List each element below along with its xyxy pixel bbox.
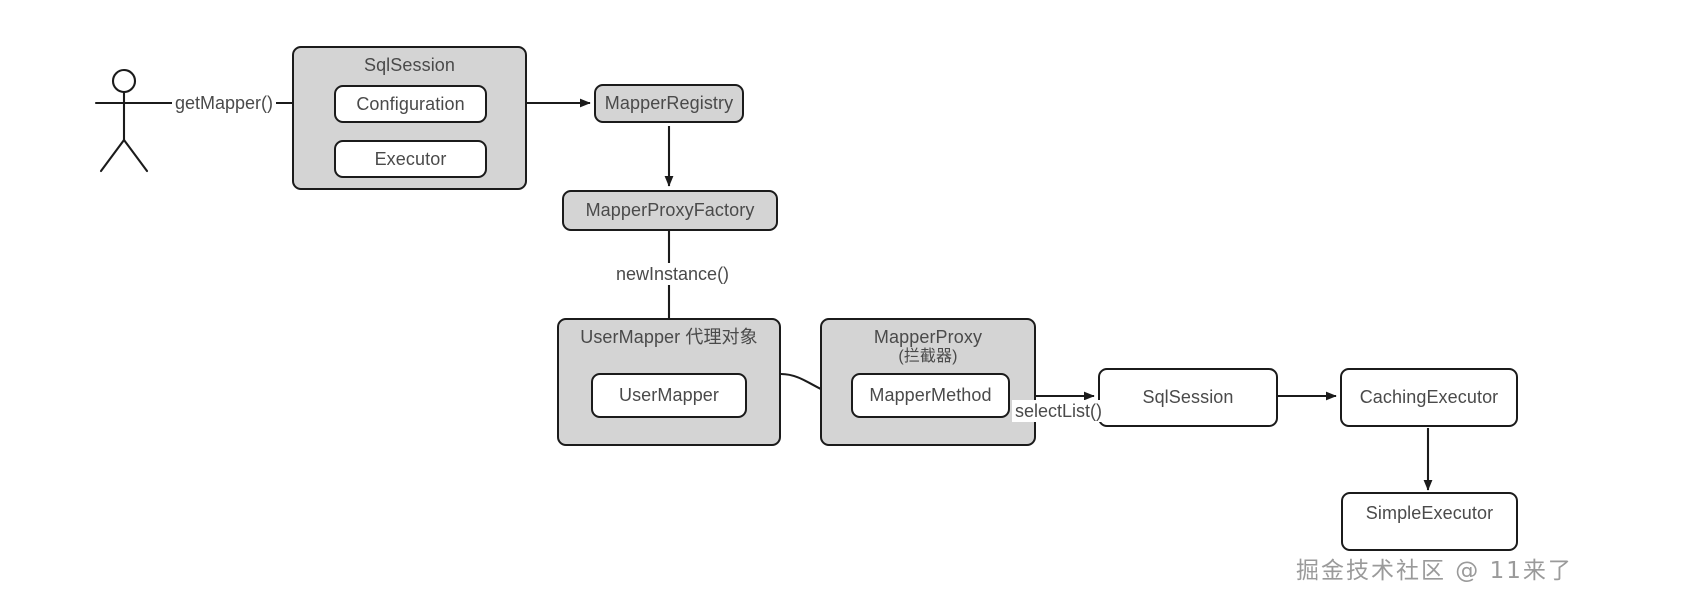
mapper-method-node-label: MapperMethod	[869, 385, 992, 405]
new-instance-edge-label: newInstance()	[613, 263, 733, 285]
executor-node[interactable]: Executor	[334, 140, 487, 178]
configuration-node-label: Configuration	[356, 93, 465, 114]
simple-executor-node-label: SimpleExecutor	[1365, 503, 1494, 523]
sqlsession-group-title: SqlSession	[363, 55, 456, 75]
mapper-proxy-factory-node[interactable]: MapperProxyFactory	[562, 190, 778, 231]
mapperproxy-group-subtitle: (拦截器)	[898, 348, 958, 366]
executor-node-label: Executor	[374, 148, 447, 169]
get-mapper-edge-label: getMapper()	[172, 92, 277, 114]
select-list-edge-label: selectList()	[1012, 400, 1106, 422]
user-actor	[94, 68, 154, 173]
actor-leg-left	[99, 138, 126, 173]
actor-leg-right	[122, 138, 149, 173]
mapper-registry-node[interactable]: MapperRegistry	[594, 84, 744, 123]
mapperproxy-group-title: MapperProxy (拦截器)	[874, 327, 982, 367]
actor-head	[111, 68, 137, 94]
usermapper-proxy-group-title: UserMapper 代理对象	[580, 327, 758, 347]
usermapper-node-label: UserMapper	[618, 385, 720, 405]
caching-executor-node-label: CachingExecutor	[1359, 387, 1499, 407]
caching-executor-node[interactable]: CachingExecutor	[1340, 368, 1518, 427]
mapper-registry-node-label: MapperRegistry	[604, 93, 734, 113]
mapperproxy-group-title-main: MapperProxy	[873, 327, 983, 347]
mapper-method-node[interactable]: MapperMethod	[851, 373, 1010, 418]
mapper-proxy-factory-node-label: MapperProxyFactory	[585, 200, 755, 220]
sqlsession-right-node-label: SqlSession	[1142, 387, 1234, 407]
configuration-node[interactable]: Configuration	[334, 85, 487, 123]
usermapper-node[interactable]: UserMapper	[591, 373, 747, 418]
sqlsession-right-node[interactable]: SqlSession	[1098, 368, 1278, 427]
watermark: 掘金技术社区 @ 11来了	[1296, 558, 1573, 584]
simple-executor-node[interactable]: SimpleExecutor	[1341, 492, 1518, 551]
